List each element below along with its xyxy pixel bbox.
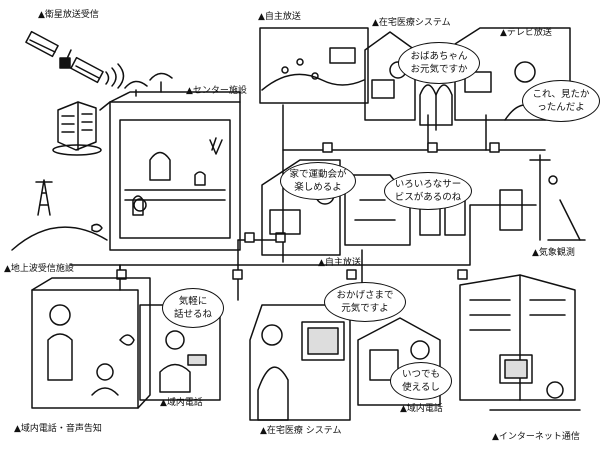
bubble-undokai: 家で運動会が 楽しめるよ — [280, 162, 356, 200]
satellite-icon — [25, 30, 104, 84]
label-kisho: ▲気象観測 — [532, 248, 575, 258]
label-jishu-mid: ▲自主放送 — [318, 258, 361, 268]
label-jishu-top: ▲自主放送 — [258, 12, 301, 22]
office-building-icon — [52, 101, 102, 156]
bubble-kigaru: 気軽に 話せるね — [162, 288, 224, 328]
label-ikinai-mid: ▲域内電話 — [160, 398, 203, 408]
bubble-kigaru-line2: 話せるね — [173, 309, 212, 320]
label-internet: ▲インターネット通信 — [492, 432, 580, 442]
bubble-itsudemo: いつでも 使えるし — [390, 362, 452, 400]
parabola-antenna-icon — [124, 72, 173, 97]
bubble-service: いろいろなサー ビスがあるのね — [384, 172, 472, 210]
bubble-service-line2: ビスがあるのね — [394, 192, 462, 203]
bubble-undokai-line1: 家で運動会が — [289, 169, 347, 180]
antenna-tower-icon — [11, 179, 108, 251]
jishu-broadcast-scene — [259, 27, 369, 104]
label-ikinai-right: ▲域内電話 — [400, 404, 443, 414]
bubble-mitaka-line2: ったんだよ — [537, 102, 585, 113]
label-chijo: ▲地上波受信施設 — [4, 264, 74, 274]
internet-building-scene — [459, 274, 581, 411]
center-facility-frame — [99, 91, 241, 251]
label-zaitaku-top: ▲在宅医療システム — [372, 18, 451, 28]
bubble-mitaka-line1: これ、見たか — [532, 89, 590, 100]
bubble-mitaka: これ、見たか ったんだよ — [522, 80, 600, 122]
bubble-kigaru-line1: 気軽に — [178, 296, 208, 307]
bubble-okage: おかげさまで 元気ですよ — [324, 282, 406, 322]
bubble-service-line1: いろいろなサー — [394, 179, 462, 190]
ikinai-left-scene — [31, 277, 151, 409]
bubble-obaachan: おばあちゃん お元気ですか — [398, 42, 480, 84]
bubble-itsudemo-line1: いつでも — [401, 369, 440, 380]
label-ikinai-left: ▲域内電話・音声告知 — [14, 424, 102, 434]
signal-waves — [105, 63, 125, 89]
weather-station-icon — [499, 154, 586, 241]
bubble-itsudemo-line2: 使えるし — [402, 382, 440, 393]
bubble-obaachan-line1: おばあちゃん — [410, 51, 468, 62]
junction-boxes — [116, 142, 500, 280]
bubble-undokai-line2: 楽しめるよ — [294, 182, 342, 193]
bubble-okage-line1: おかげさまで — [336, 290, 394, 301]
bubble-obaachan-line2: お元気ですか — [410, 64, 468, 75]
zaitaku-top-scene — [364, 31, 453, 131]
bubble-okage-line2: 元気ですよ — [341, 303, 389, 314]
label-tv: ▲テレビ放送 — [500, 28, 552, 38]
label-zaitaku-bottom: ▲在宅医療 システム — [260, 426, 342, 436]
label-center: ▲センター施設 — [186, 86, 247, 96]
zaitaku-bottom-scene — [249, 304, 351, 421]
label-satellite: ▲衛星放送受信 — [38, 10, 99, 20]
